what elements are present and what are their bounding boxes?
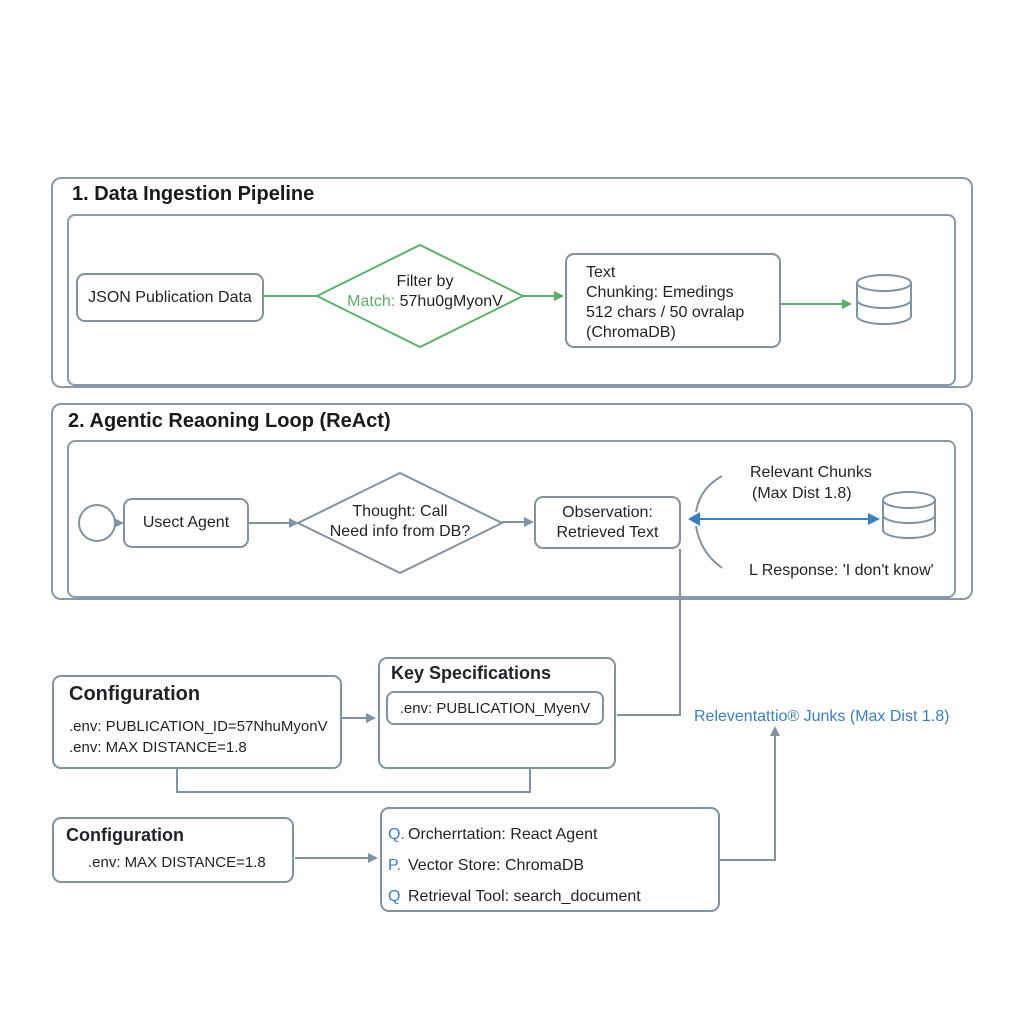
observation-to-specs-line bbox=[617, 549, 681, 716]
observation-box[interactable]: Observation: Retrieved Text bbox=[534, 496, 681, 549]
component-text: Retrieval Tool: search_document bbox=[408, 888, 641, 905]
section2-title: 2. Agentic Reaoning Loop (ReAct) bbox=[68, 410, 391, 432]
config2-line1: .env: MAX DISTANCE=1.8 bbox=[88, 854, 266, 871]
chunk-line2: Chunking: Emedings bbox=[586, 284, 734, 301]
config1-line2: .env: MAX DISTANCE=1.8 bbox=[69, 739, 247, 756]
section1-connectors bbox=[263, 243, 912, 349]
component-text: Orcherrtation: React Agent bbox=[408, 826, 598, 843]
component-item-orchestration: Q.Orcherrtation: React Agent bbox=[388, 819, 718, 850]
reasoning-section bbox=[51, 403, 973, 600]
observation-line1: Observation: bbox=[562, 503, 653, 521]
chunk-line1: Text bbox=[586, 264, 616, 281]
response-label: L Response: 'I don't know' bbox=[749, 562, 934, 579]
observation-line2: Retrieved Text bbox=[556, 523, 659, 541]
configuration-box-2[interactable]: Configuration .env: MAX DISTANCE=1.8 bbox=[52, 817, 294, 883]
chunk-line3: 512 chars / 50 ovralap bbox=[586, 304, 745, 321]
agent-box[interactable]: Usect Agent bbox=[123, 498, 249, 548]
config1-title: Configuration bbox=[69, 683, 201, 705]
response-branch-curve bbox=[695, 525, 723, 569]
chunk-line4: (ChromaDB) bbox=[586, 324, 676, 341]
component-prefix: Q. bbox=[388, 826, 405, 843]
components-box[interactable]: Q.Orcherrtation: React Agent P. Vector St… bbox=[380, 807, 720, 912]
configuration-box-1[interactable]: Configuration .env: PUBLICATION_ID=57Nhu… bbox=[52, 675, 342, 769]
ingestion-inner-frame bbox=[67, 214, 956, 386]
chunking-box[interactable]: Text Chunking: Emedings 512 chars / 50 o… bbox=[565, 253, 781, 348]
component-text: Vector Store: ChromaDB bbox=[408, 857, 585, 874]
component-item-vector-store: P. Vector Store: ChromaDB bbox=[388, 850, 718, 881]
components-to-label-arrow bbox=[720, 726, 780, 861]
thought-diamond bbox=[295, 471, 505, 575]
component-prefix: Q bbox=[388, 888, 401, 905]
section1-title: 1. Data Ingestion Pipeline bbox=[72, 183, 315, 205]
filter-match-word: Match: bbox=[347, 293, 396, 310]
ingestion-section bbox=[51, 177, 973, 388]
publication-env-value: .env: PUBLICATION_MyenV bbox=[399, 699, 591, 717]
agent-label: Usect Agent bbox=[142, 514, 230, 531]
relevant-line1: Relevant Chunks bbox=[750, 464, 872, 481]
thought-text: Thought: Call Need info from DB? bbox=[320, 502, 480, 542]
filter-match-value: 57hu0gMyonV bbox=[395, 293, 503, 310]
config1-line1: .env: PUBLICATION_ID=57NhuMyonV bbox=[69, 718, 328, 735]
json-publication-label: JSON Publication Data bbox=[88, 288, 252, 306]
database-icon bbox=[882, 491, 936, 539]
relevant-chunks-side-label: Releventattio® Junks (Max Dist 1.8) bbox=[694, 708, 950, 725]
section2-connectors bbox=[78, 471, 936, 575]
filter-line1: Filter by bbox=[396, 273, 454, 290]
filter-text: Filter by Match: 57hu0gMyonV bbox=[340, 273, 510, 311]
thought-line1: Thought: Call bbox=[352, 503, 448, 520]
thought-line2: Need info from DB? bbox=[329, 523, 471, 540]
relevant-chunks-label: Relevant Chunks (Max Dist 1.8) bbox=[750, 462, 872, 504]
json-publication-box[interactable]: JSON Publication Data bbox=[76, 273, 264, 322]
database-icon bbox=[856, 274, 912, 325]
component-prefix: P. bbox=[388, 857, 402, 874]
observation-arrowhead bbox=[688, 512, 700, 526]
publication-env-field[interactable]: .env: PUBLICATION_MyenV bbox=[386, 691, 604, 725]
key-specs-title: Key Specifications bbox=[391, 663, 552, 683]
config2-title: Configuration bbox=[66, 825, 184, 845]
component-item-retrieval-tool: Q Retrieval Tool: search_document bbox=[388, 881, 718, 912]
relevant-branch-curve bbox=[695, 475, 723, 513]
reasoning-inner-frame bbox=[67, 440, 956, 598]
filter-diamond bbox=[314, 243, 526, 349]
relevant-line2: (Max Dist 1.8) bbox=[752, 485, 852, 502]
